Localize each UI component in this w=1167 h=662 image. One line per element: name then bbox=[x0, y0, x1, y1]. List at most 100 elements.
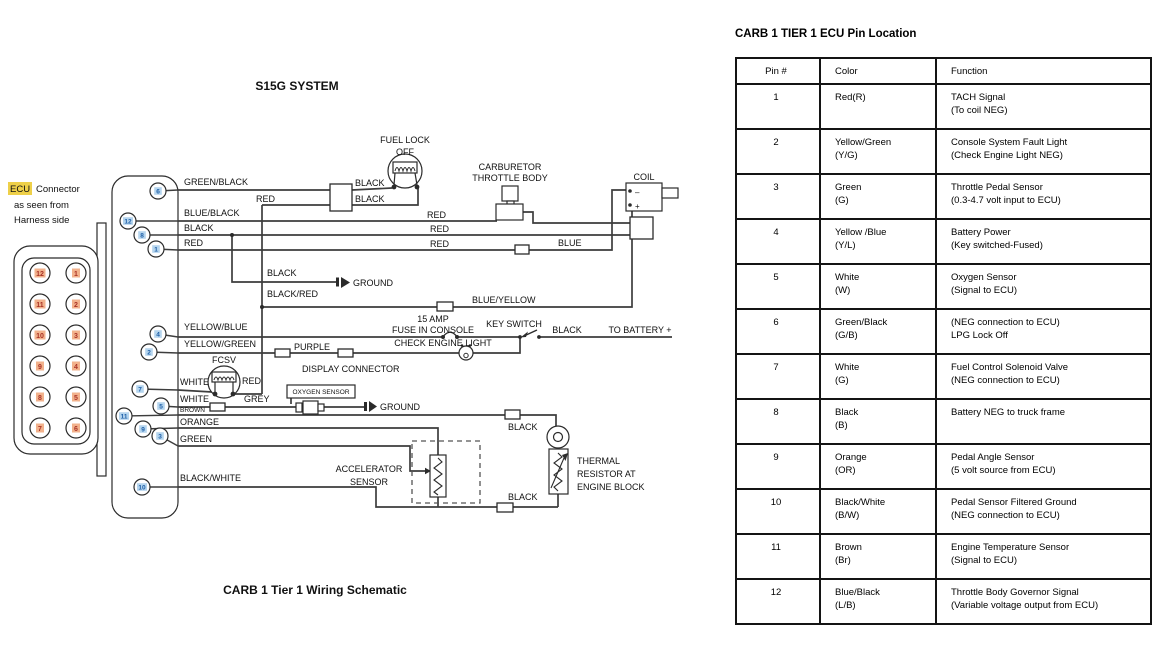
ecu-pin-8: 8 bbox=[133, 226, 151, 244]
label-red-row3: RED bbox=[430, 224, 450, 234]
label-15amp: 15 AMP bbox=[417, 314, 449, 324]
wire-labels: GREEN/BLACK BLACK BLACK RED BLUE/BLACK B… bbox=[180, 135, 672, 502]
note-connector: Connector bbox=[36, 184, 80, 195]
label-red-ecu: RED bbox=[184, 238, 204, 248]
label-blue-yellow: BLUE/YELLOW bbox=[472, 295, 536, 305]
label-check-engine: CHECK ENGINE LIGHT bbox=[394, 338, 492, 348]
fcsv-solenoid bbox=[207, 365, 241, 399]
label-fcsv: FCSV bbox=[212, 355, 236, 365]
connector-pin-1: 1 bbox=[65, 262, 87, 284]
wires bbox=[177, 187, 672, 508]
connector-pin-6: 6 bbox=[65, 417, 87, 439]
ecu-pin-10: 10 bbox=[133, 478, 151, 496]
svg-text:12: 12 bbox=[124, 218, 132, 225]
label-yellow-blue: YELLOW/BLUE bbox=[184, 322, 248, 332]
ecu-highlight bbox=[8, 182, 32, 195]
connector-pin-2: 2 bbox=[65, 293, 87, 315]
label-black-battery: BLACK bbox=[552, 325, 582, 335]
check-engine-lamp bbox=[458, 344, 474, 361]
label-key-switch: KEY SWITCH bbox=[486, 319, 542, 329]
svg-text:9: 9 bbox=[141, 426, 145, 433]
svg-text:4: 4 bbox=[74, 364, 78, 371]
label-black-thermal-bottom: BLACK bbox=[508, 492, 538, 502]
svg-text:8: 8 bbox=[38, 395, 42, 402]
label-red-row4: RED bbox=[430, 239, 450, 249]
label-blue-black: BLUE/BLACK bbox=[184, 208, 240, 218]
svg-text:6: 6 bbox=[74, 426, 78, 433]
label-blue: BLUE bbox=[558, 238, 582, 248]
label-red-row2: RED bbox=[427, 210, 447, 220]
table-title: CARB 1 TIER 1 ECU Pin Location bbox=[735, 28, 917, 40]
connector-pin-8: 8 bbox=[29, 386, 51, 408]
schematic-title: S15G SYSTEM bbox=[255, 79, 338, 93]
svg-text:10: 10 bbox=[138, 484, 146, 491]
connector-inner bbox=[21, 257, 91, 445]
label-black-thermal-top: BLACK bbox=[508, 422, 538, 432]
svg-text:8: 8 bbox=[140, 232, 144, 239]
label-throttle-body: THROTTLE BODY bbox=[472, 173, 548, 183]
ecu-pin-2: 2 bbox=[140, 343, 158, 361]
label-black-ecu: BLACK bbox=[184, 223, 214, 233]
header-color: Color bbox=[819, 59, 935, 83]
ignition-coil: – + bbox=[625, 182, 679, 212]
ecu-pin-1: 1 bbox=[147, 240, 165, 258]
connector-pin-7: 7 bbox=[29, 417, 51, 439]
svg-text:5: 5 bbox=[74, 395, 78, 402]
label-fuel-lock: FUEL LOCK bbox=[380, 135, 430, 145]
ecu-connector-drawing bbox=[13, 222, 107, 477]
wiring-schematic: S15G SYSTEM CARB 1 Tier 1 Wiring Schemat… bbox=[8, 79, 679, 597]
label-white-o2: WHITE bbox=[180, 394, 209, 404]
header-pin: Pin # bbox=[765, 66, 787, 77]
header-function: Function bbox=[935, 59, 1150, 83]
label-carburetor: CARBURETOR bbox=[479, 162, 542, 172]
ecu-connector-note: ECU Connector as seen from Harness side bbox=[8, 182, 80, 226]
key-switch-symbol bbox=[518, 329, 541, 339]
connector-pin-9: 9 bbox=[29, 355, 51, 377]
label-white-fcsv: WHITE bbox=[180, 377, 209, 387]
accelerator-sensor bbox=[411, 440, 481, 504]
table-header-row: Pin # Color Function bbox=[737, 59, 1150, 83]
inline-connectors bbox=[209, 183, 654, 513]
connector-pin-3: 3 bbox=[65, 324, 87, 346]
svg-text:2: 2 bbox=[74, 302, 78, 309]
svg-text:6: 6 bbox=[156, 188, 160, 195]
connector-pin-5: 5 bbox=[65, 386, 87, 408]
label-display-connector: DISPLAY CONNECTOR bbox=[302, 364, 400, 374]
label-fuse-console: FUSE IN CONSOLE bbox=[392, 325, 474, 335]
ecu-pin-5: 5 bbox=[152, 397, 170, 415]
ecu-pin-9: 9 bbox=[134, 420, 152, 438]
label-to-battery: TO BATTERY + bbox=[608, 325, 671, 335]
label-coil: COIL bbox=[633, 172, 654, 182]
label-thermal-3: ENGINE BLOCK bbox=[577, 482, 645, 492]
note-line3: Harness side bbox=[14, 215, 69, 226]
ecu-pin-12: 12 bbox=[119, 212, 137, 230]
svg-text:11: 11 bbox=[121, 413, 128, 420]
ecu-pin-7: 7 bbox=[131, 380, 149, 398]
label-red-rect: RED bbox=[256, 194, 276, 204]
fuse-symbol bbox=[441, 331, 459, 339]
connector-pin-4: 4 bbox=[65, 355, 87, 377]
coil-minus: – bbox=[635, 188, 640, 197]
label-yellow-green: YELLOW/GREEN bbox=[184, 339, 256, 349]
svg-text:3: 3 bbox=[74, 333, 78, 340]
svg-text:9: 9 bbox=[38, 364, 42, 371]
ecu-pin-11: 11 bbox=[115, 407, 133, 425]
label-black-upper: BLACK bbox=[355, 178, 385, 188]
thermal-resistor bbox=[546, 425, 570, 495]
schematic-caption: CARB 1 Tier 1 Wiring Schematic bbox=[223, 583, 407, 597]
label-purple: PURPLE bbox=[294, 342, 330, 352]
svg-text:4: 4 bbox=[156, 331, 160, 338]
svg-text:3: 3 bbox=[158, 433, 162, 440]
note-line2: as seen from bbox=[14, 200, 69, 211]
svg-text:11: 11 bbox=[36, 302, 44, 309]
